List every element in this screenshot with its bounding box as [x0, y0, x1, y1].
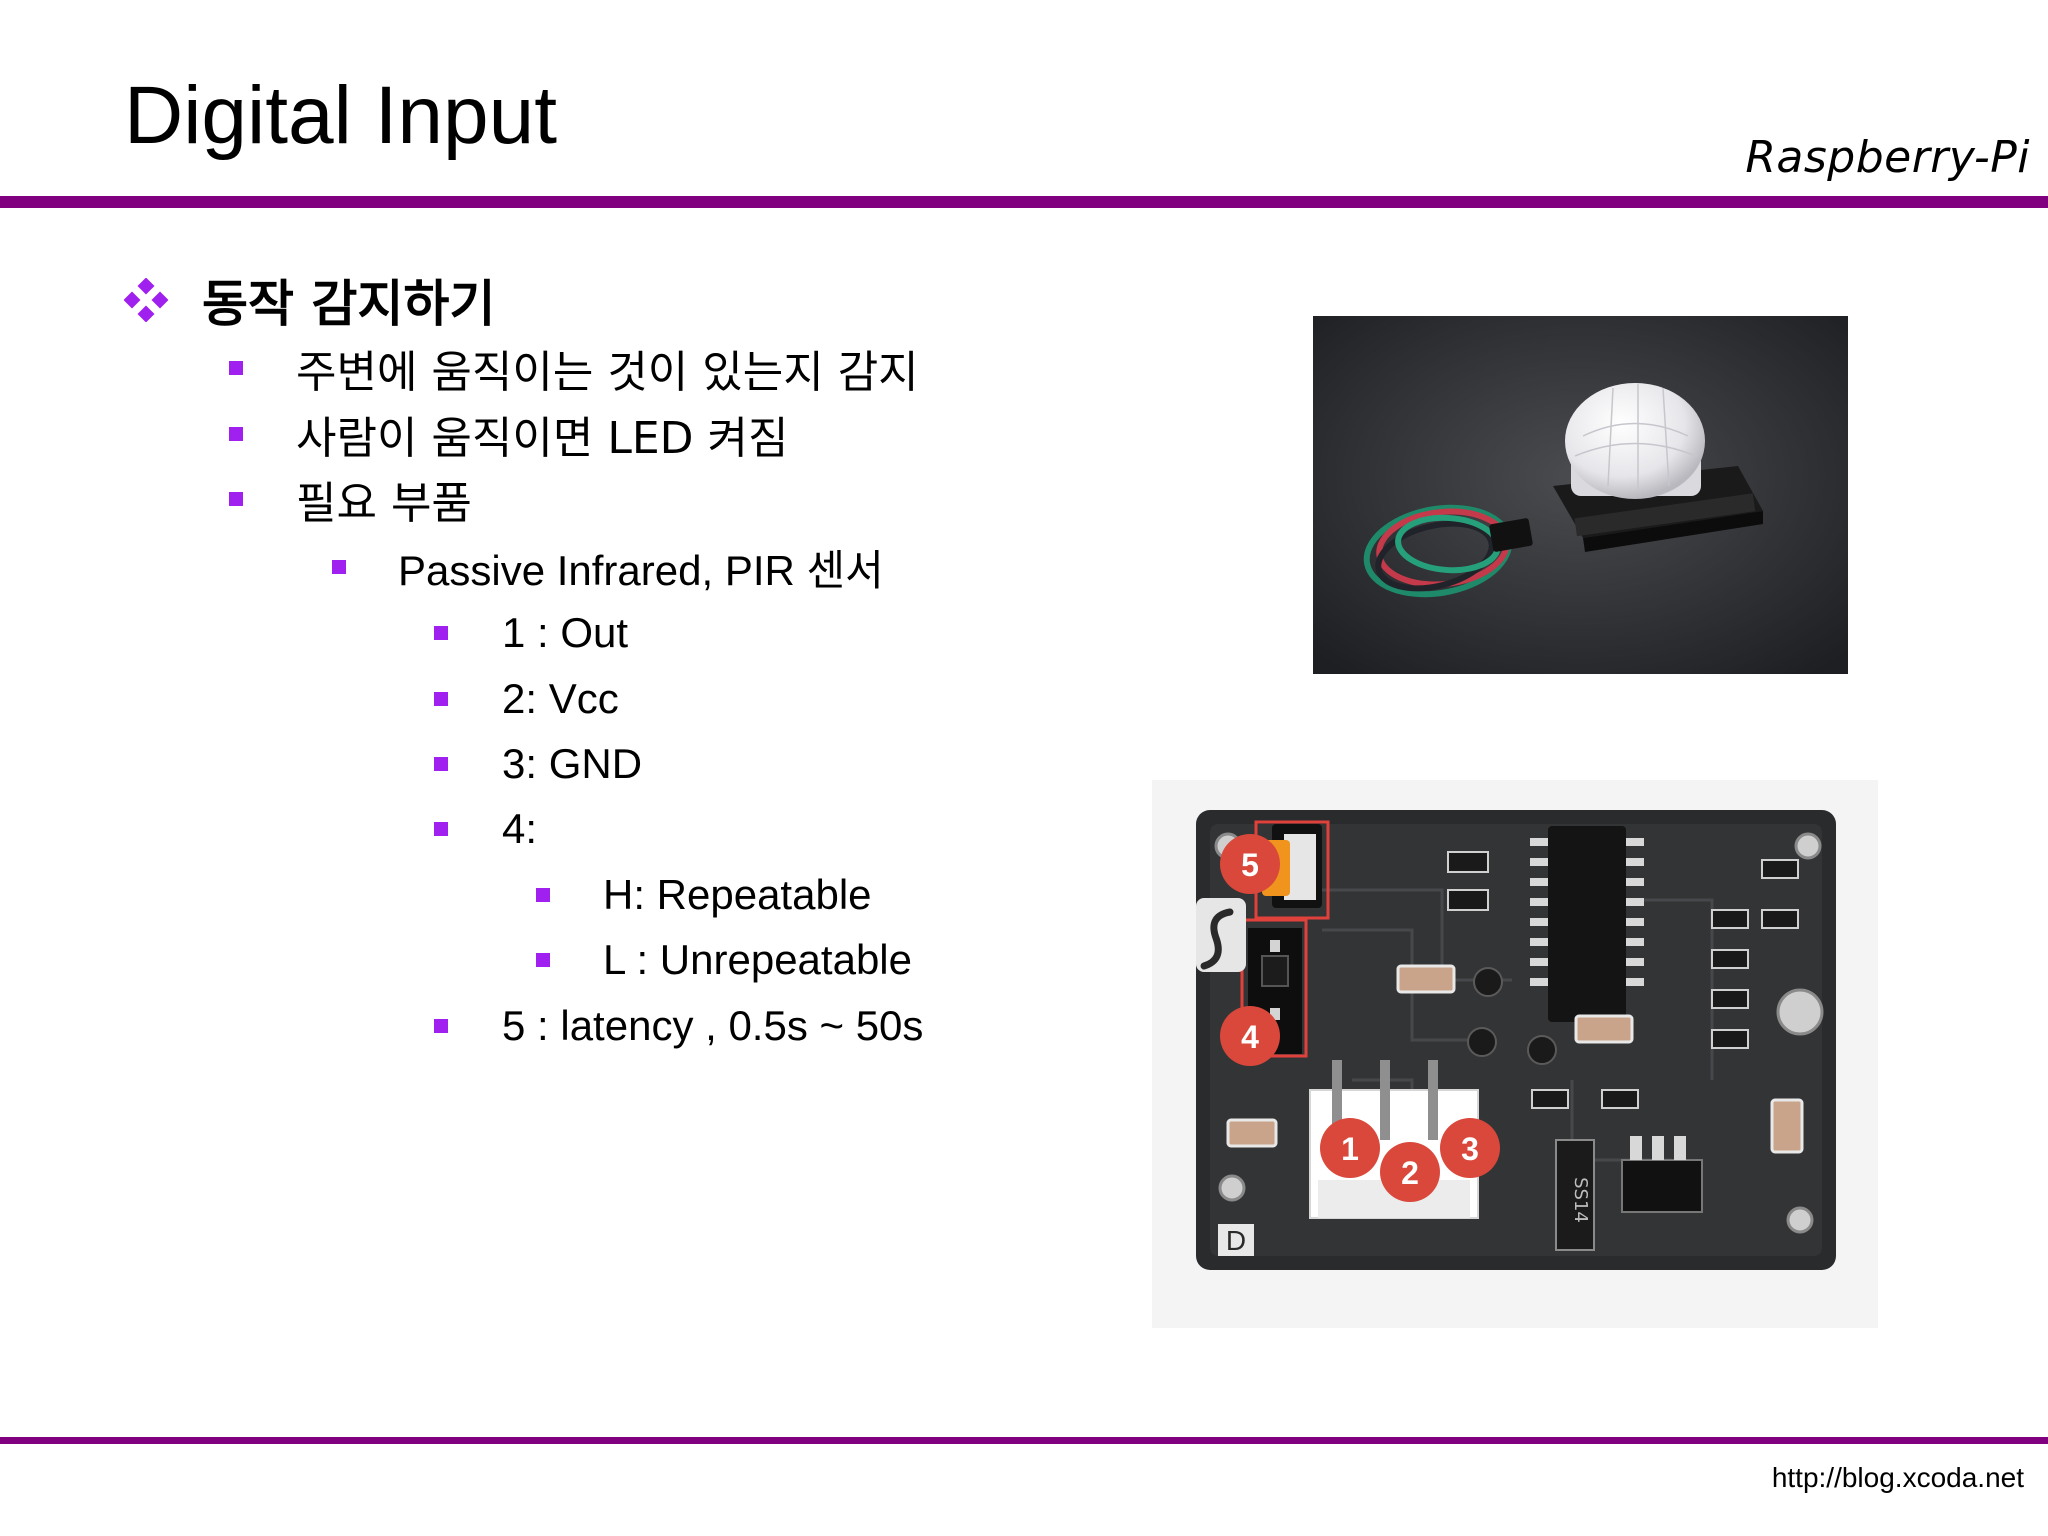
list-item-text: 주변에 움직이는 것이 있는지 감지	[296, 347, 919, 398]
list-item: 5 : latency , 0.5s ~ 50s	[434, 996, 923, 1056]
list-item: Passive Infrared, PIR 센서	[332, 537, 884, 597]
pin-text: 3: GND	[502, 740, 643, 787]
svg-text:2: 2	[1401, 1155, 1419, 1191]
mode-text: H: Repeatable	[603, 871, 872, 918]
footer-url: http://blog.xcoda.net	[1771, 1462, 2024, 1493]
list-item: 3: GND	[434, 734, 642, 794]
section-heading: 동작 감지하기	[124, 262, 495, 338]
list-item: H: Repeatable	[536, 865, 872, 925]
board-marking: D	[1226, 1225, 1246, 1256]
callout-4: 4	[1220, 1006, 1280, 1066]
pin-text: 5 : latency , 0.5s ~ 50s	[502, 1002, 924, 1049]
square-bullet-icon	[536, 888, 550, 902]
list-item: 주변에 움직이는 것이 있는지 감지	[229, 338, 919, 398]
slide-title: Digital Input	[124, 70, 558, 161]
svg-text:4: 4	[1241, 1019, 1259, 1055]
list-item: 사람이 움직이면 LED 켜짐	[229, 404, 788, 464]
svg-text:1: 1	[1341, 1131, 1359, 1167]
list-item: 1 : Out	[434, 603, 628, 663]
list-item-text: 필요 부품	[296, 478, 472, 529]
callout-2: 2	[1380, 1142, 1440, 1202]
list-item: 2: Vcc	[434, 669, 619, 729]
callout-1: 1	[1320, 1118, 1380, 1178]
list-item-text: 사람이 움직이면 LED 켜짐	[296, 413, 789, 464]
pin-text: 2: Vcc	[502, 675, 619, 722]
square-bullet-icon	[434, 626, 448, 640]
top-divider	[0, 196, 2048, 208]
square-bullet-icon	[229, 427, 243, 441]
callout-3: 3	[1440, 1118, 1500, 1178]
square-bullet-icon	[434, 822, 448, 836]
bottom-divider	[0, 1437, 2048, 1444]
brand-label: Raspberry-Pi	[1745, 132, 2030, 183]
list-item: 필요 부품	[229, 469, 472, 529]
square-bullet-icon	[229, 361, 243, 375]
square-bullet-icon	[434, 692, 448, 706]
square-bullet-icon	[434, 757, 448, 771]
callout-5: 5	[1220, 834, 1280, 894]
heading-text: 동작 감지하기	[202, 275, 496, 333]
mode-text: L : Unrepeatable	[603, 936, 912, 983]
pir-sensor-photo	[1313, 316, 1848, 674]
square-bullet-icon	[229, 492, 243, 506]
list-item: 4:	[434, 799, 537, 859]
square-bullet-icon	[332, 560, 346, 574]
diamond-bullet-icon	[124, 278, 168, 322]
svg-text:5: 5	[1241, 847, 1259, 883]
chip-marking: SS14	[1570, 1177, 1591, 1223]
square-bullet-icon	[434, 1019, 448, 1033]
pin-text: 4:	[502, 805, 538, 852]
sensor-label: Passive Infrared, PIR 센서	[398, 546, 884, 594]
list-item: L : Unrepeatable	[536, 930, 912, 990]
pin-text: 1 : Out	[502, 609, 629, 656]
square-bullet-icon	[536, 953, 550, 967]
pir-board-photo: SS14 D 5 4 1 2 3	[1152, 780, 1878, 1328]
svg-text:3: 3	[1461, 1131, 1479, 1167]
